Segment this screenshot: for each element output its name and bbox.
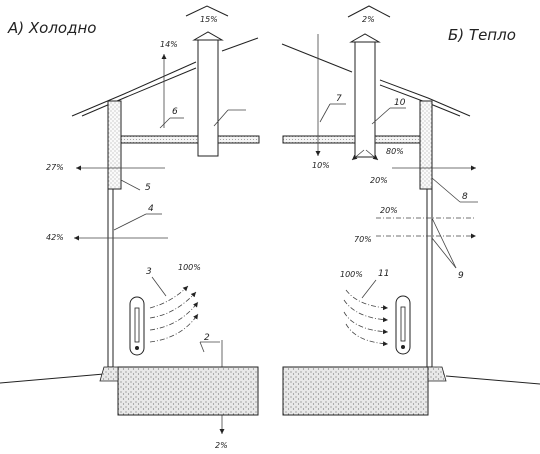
left-house: 15% 14% 27% 42% 2% 100% 6 5 4 — [0, 5, 260, 450]
right-heat-arrow-3 — [343, 311, 389, 335]
left-roof-inner — [81, 67, 197, 117]
callout-5: 6 — [172, 107, 178, 117]
callout-5-leader — [159, 117, 171, 129]
callout-1: 2 — [204, 333, 210, 343]
right-chimney-bottom-pct: 80% — [386, 147, 404, 156]
right-top-chevron — [347, 5, 391, 18]
left-chimney-cap — [192, 31, 224, 41]
right-foundation — [282, 366, 429, 416]
callout-2-leader — [151, 276, 167, 297]
left-chimney — [197, 39, 219, 157]
right-ceiling-down-pct: 10% — [312, 161, 330, 170]
right-upper-wall-pct: 20% — [370, 176, 388, 185]
right-roof-outer — [379, 79, 471, 117]
right-plinth — [427, 366, 447, 382]
right-chimney-arrow-right — [365, 149, 379, 161]
left-plinth — [99, 366, 119, 382]
right-upper-wall — [419, 100, 433, 190]
left-upper-wall — [107, 100, 122, 190]
callout-10: 10 — [394, 98, 406, 108]
right-chimney-cap — [349, 33, 381, 43]
right-ceiling — [282, 135, 421, 144]
callout-2: 3 — [146, 267, 152, 277]
left-inflow-pct: 100% — [178, 263, 201, 272]
right-chimney — [354, 41, 376, 158]
left-chimney-pct: 15% — [200, 15, 218, 24]
left-foundation — [117, 366, 259, 416]
right-heat-arrow-1 — [345, 289, 389, 311]
left-middle-wall-pct: 42% — [46, 233, 64, 242]
right-ground-line — [445, 375, 540, 385]
right-roof-upper — [281, 43, 353, 73]
callout-10-leader — [371, 107, 391, 125]
callout-3: 4 — [148, 204, 154, 214]
callout-8-leader — [431, 177, 461, 203]
left-heat-arrow-2 — [149, 291, 197, 319]
title-cold: А) Холодно — [7, 19, 96, 37]
left-ground-pct: 2% — [215, 441, 228, 450]
thermometer-tube-right — [400, 306, 406, 342]
left-ceiling — [120, 135, 260, 144]
right-house: 2% 10% 80% 20% 20% 70% 100% 7 10 — [281, 5, 540, 416]
callout-11: 11 — [378, 269, 389, 279]
callout-9-leader-b — [431, 237, 457, 269]
right-middle-lower-pct: 70% — [354, 235, 372, 244]
thermometer-tube — [134, 307, 140, 343]
right-chimney-arrow-left — [351, 149, 365, 161]
right-heat-arrow-4 — [345, 323, 389, 347]
left-roof-pct: 14% — [160, 40, 178, 49]
callout-4: 5 — [145, 183, 151, 193]
callout-9: 9 — [458, 271, 464, 281]
callout-8: 8 — [462, 192, 468, 202]
callout-6-leader — [213, 109, 229, 127]
callout-4-leader — [120, 179, 141, 191]
left-upper-wall-pct: 27% — [46, 163, 64, 172]
callout-7: 7 — [336, 94, 342, 104]
right-heat-arrow-2 — [343, 299, 389, 323]
left-roof-upper — [221, 37, 259, 52]
right-chimney-pct: 2% — [362, 15, 375, 24]
right-middle-upper-pct: 20% — [380, 206, 398, 215]
left-heat-arrow-1 — [149, 285, 189, 309]
callout-11-leader — [361, 279, 377, 299]
left-heat-arrow-3 — [149, 301, 199, 331]
callout-1-leader — [199, 341, 205, 353]
thermometer-bulb-right — [401, 345, 405, 349]
left-heat-arrow-4 — [149, 313, 199, 343]
thermometer-bulb — [135, 346, 139, 350]
callout-3-leader — [113, 213, 147, 231]
right-inflow-pct: 100% — [340, 270, 363, 279]
callout-7-leader — [319, 103, 331, 123]
callout-9-leader-a — [431, 217, 457, 269]
left-top-chevron — [185, 5, 229, 17]
left-roof-outer — [71, 61, 197, 117]
left-lower-wall — [107, 188, 114, 368]
title-warm: Б) Тепло — [448, 26, 516, 44]
left-ground-line — [0, 373, 105, 384]
right-lower-wall — [426, 188, 433, 368]
